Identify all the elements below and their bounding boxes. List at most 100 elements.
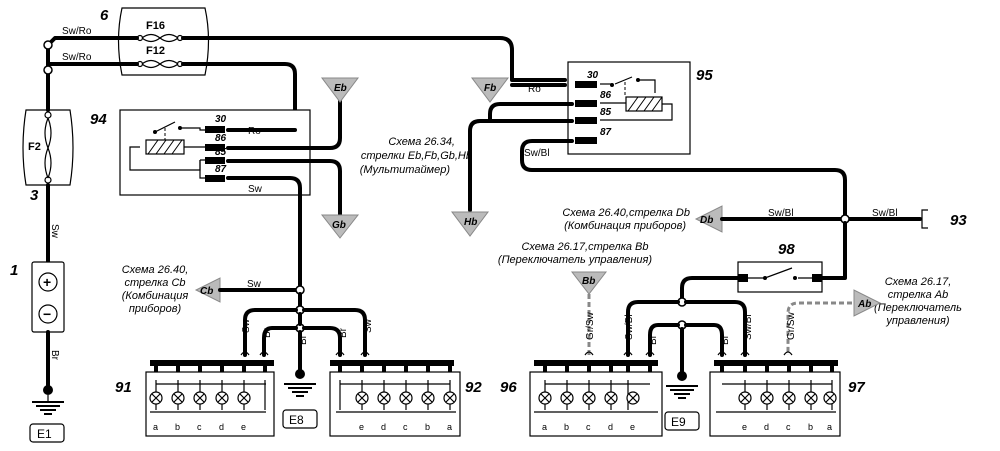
svg-text:93: 93 [950, 212, 967, 229]
svg-text:Eb: Eb [334, 83, 347, 94]
svg-text:d: d [608, 422, 613, 432]
relay-95-pin-30: 30 [587, 70, 599, 81]
ground-e1: E1 [29, 395, 65, 443]
label-97: 97 [848, 379, 865, 396]
switch-98: 98 [737, 241, 823, 293]
ground-node [43, 385, 53, 395]
arrow-hb: Hb [451, 211, 489, 237]
wire-label: Ro [528, 84, 541, 95]
lamp-block-97: 97 e d c b a [709, 360, 865, 437]
ground-e8: E8 [282, 383, 318, 429]
svg-text:a: a [827, 422, 832, 432]
wire-label: Sw [241, 318, 252, 333]
svg-text:(Переключатель: (Переключатель [874, 302, 962, 314]
battery-minus: − [43, 306, 51, 322]
svg-text:b: b [808, 422, 813, 432]
note-26-34: Схема 26.34, стрелки Eb,Fb,Gb,Hb (Мульти… [360, 136, 472, 176]
svg-text:c: c [197, 422, 202, 432]
svg-text:(Комбинация приборов): (Комбинация приборов) [564, 220, 686, 232]
wire-label: Sw [363, 318, 374, 333]
label-96: 96 [500, 379, 517, 396]
svg-text:Hb: Hb [464, 217, 477, 228]
svg-text:Схема 26.17,стрелка Bb: Схема 26.17,стрелка Bb [521, 241, 648, 253]
svg-text:(Мультитаймер): (Мультитаймер) [360, 164, 451, 176]
svg-text:c: c [786, 422, 791, 432]
wire-label: Sw [49, 224, 60, 239]
svg-text:c: c [403, 422, 408, 432]
splice-node [43, 40, 53, 50]
lamp-block-96: 96 a b c d e [500, 360, 663, 437]
svg-text:d: d [219, 422, 224, 432]
arrow-cb: Cb [194, 277, 221, 303]
ground-e9: E9 [664, 385, 700, 431]
svg-text:a: a [153, 422, 158, 432]
arrow-eb: Eb [321, 77, 359, 103]
fuse-f16 [136, 33, 184, 43]
svg-text:управления): управления) [885, 315, 950, 327]
svg-text:Gb: Gb [332, 220, 346, 231]
splice-node [43, 65, 53, 75]
wire-label: Sw/Ro [62, 26, 92, 37]
svg-text:E9: E9 [671, 415, 686, 429]
arrow-bb: Bb [570, 271, 608, 295]
wire-label: Br [298, 334, 309, 345]
svg-text:Схема 26.17,: Схема 26.17, [885, 276, 952, 288]
wire-label: Gr/Sw [786, 311, 797, 340]
wire-label: Br [262, 327, 273, 338]
svg-text:стрелка Ab: стрелка Ab [888, 289, 948, 301]
switch-93: 93 [921, 209, 967, 229]
svg-text:b: b [175, 422, 180, 432]
label-3: 3 [30, 187, 39, 204]
relay-95-pin-85: 85 [600, 107, 612, 118]
relay-95-pin-87: 87 [600, 127, 612, 138]
lamp-block-91: 91 a b c d e [115, 360, 275, 437]
wire-label: Sw/Bl [872, 208, 898, 219]
svg-text:Db: Db [700, 215, 713, 226]
label-95: 95 [696, 67, 713, 84]
label-6: 6 [100, 7, 109, 24]
wire-label: Sw [248, 184, 263, 195]
svg-text:Cb: Cb [200, 286, 213, 297]
svg-text:98: 98 [778, 241, 795, 258]
ground-e1-label: E1 [37, 427, 52, 441]
svg-text:d: d [764, 422, 769, 432]
arrow-db: Db [694, 205, 723, 233]
wire-label: Sw/Bl [624, 314, 635, 340]
relay-95: 95 30 86 85 87 [567, 61, 713, 155]
relay-94-pin-30: 30 [215, 114, 227, 125]
relay-94: 94 30 86 85 87 [90, 109, 311, 196]
note-26-40-cb: Схема 26.40, стрелка Cb (Комбинация приб… [122, 264, 189, 315]
arrow-fb: Fb [471, 77, 509, 103]
fuse-f12-label: F12 [146, 45, 165, 57]
battery-plus: + [43, 274, 51, 290]
svg-text:стрелка Cb: стрелка Cb [124, 277, 185, 289]
svg-text:(Комбинация: (Комбинация [122, 290, 189, 302]
wire-label: Sw [247, 279, 262, 290]
svg-text:(Переключатель управления): (Переключатель управления) [498, 254, 652, 266]
svg-text:E8: E8 [289, 413, 304, 427]
wire-label: Br [720, 334, 731, 345]
label-1: 1 [10, 262, 18, 279]
svg-text:a: a [447, 422, 452, 432]
relay-94-pin-86: 86 [215, 133, 227, 144]
svg-text:e: e [742, 422, 747, 432]
wire-label: Sw/Bl [743, 314, 754, 340]
svg-text:приборов): приборов) [129, 303, 182, 315]
relay-94-pin-85: 85 [215, 147, 227, 158]
fuse-box-6: 6 F16 F12 [100, 7, 210, 76]
wire-label: Br [648, 334, 659, 345]
wire-label: Sw/Bl [768, 208, 794, 219]
label-91: 91 [115, 379, 132, 396]
svg-text:Ab: Ab [857, 299, 871, 310]
svg-text:d: d [381, 422, 386, 432]
svg-text:b: b [564, 422, 569, 432]
note-26-17-bb: Схема 26.17,стрелка Bb (Переключатель уп… [498, 241, 652, 266]
svg-text:Схема 26.40,: Схема 26.40, [122, 264, 189, 276]
svg-text:a: a [542, 422, 547, 432]
svg-text:Схема 26.40,стрелка Db: Схема 26.40,стрелка Db [562, 207, 690, 219]
label-92: 92 [465, 379, 482, 396]
label-94: 94 [90, 111, 107, 128]
note-26-17-ab: Схема 26.17, стрелка Ab (Переключатель у… [874, 276, 962, 327]
wire-label: Sw/Ro [62, 52, 92, 63]
